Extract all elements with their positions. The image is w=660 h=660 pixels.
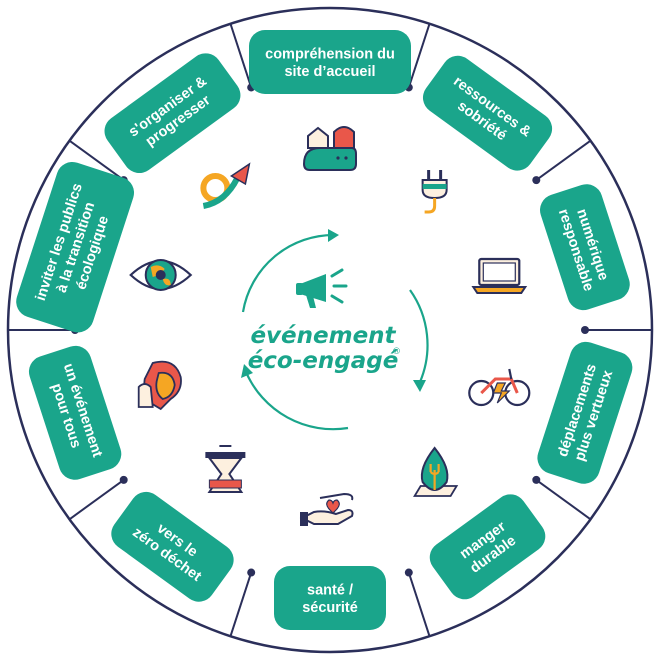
laptop-icon: [471, 257, 528, 294]
cycle-arrow-bottom: [244, 371, 349, 431]
center-logo: événement éco-engagé ®: [241, 229, 429, 431]
faces-inclusion-icon: [137, 360, 182, 411]
megaphone-icon: [296, 268, 348, 308]
divider-dot: [532, 176, 541, 185]
segment-tab-bg: [28, 345, 122, 480]
divider-dot: [532, 475, 541, 484]
segment-tab-bg: [422, 55, 553, 171]
logo-registered-mark: ®: [392, 347, 401, 357]
divider-dot: [119, 475, 128, 484]
leaf-fork-icon: [413, 446, 459, 497]
segment-tab-bg: [540, 184, 630, 311]
divider-dot: [404, 568, 413, 577]
cycle-arrowhead-bottom: [241, 364, 253, 378]
ring-divider: [68, 139, 125, 181]
segment-label: santé /: [307, 582, 353, 598]
segment-tab: compréhension du site d’accueil: [249, 30, 411, 94]
divider-dot: [247, 568, 256, 577]
ring-divider: [535, 479, 592, 521]
segment-tab-bg: [249, 30, 411, 94]
segment-tab-bg: [274, 566, 386, 630]
logo-title-line1: événement: [250, 323, 396, 349]
bulk-jar-icon: [205, 445, 246, 494]
cycle-arrowhead-top: [328, 229, 339, 242]
ring-divider: [407, 572, 431, 637]
logo-title-line2: éco-engagé: [248, 348, 399, 374]
segment-icons: [129, 126, 531, 526]
segment-tab-bg: [16, 161, 135, 333]
segment-label: site d’accueil: [284, 64, 375, 80]
ring-divider: [68, 479, 125, 521]
segment-tab-bg: [104, 53, 241, 174]
building-landscape-icon: [302, 126, 357, 171]
segment-tab: santé / sécurité: [274, 566, 386, 630]
cycle-arrow-top: [241, 233, 336, 313]
cycle-arrow-right: [409, 289, 429, 383]
ring-divider: [229, 572, 253, 637]
progress-arrow-icon: [200, 162, 251, 209]
electric-bike-icon: [468, 368, 531, 407]
segment-tab-bg: [537, 341, 633, 484]
cycle-arrowhead-right: [413, 380, 426, 392]
hand-heart-icon: [299, 492, 354, 526]
eye-earth-icon: [129, 258, 193, 291]
ring-divider: [535, 139, 592, 181]
plug-icon: [421, 169, 448, 214]
ring-divider: [407, 23, 431, 88]
segment-label: sécurité: [302, 600, 358, 616]
segment-tab-bg: [429, 494, 546, 600]
ring-divider: [229, 23, 253, 88]
segment-tab-bg: [111, 491, 234, 602]
divider-dot: [581, 326, 589, 334]
segment-label: compréhension du: [265, 46, 395, 62]
